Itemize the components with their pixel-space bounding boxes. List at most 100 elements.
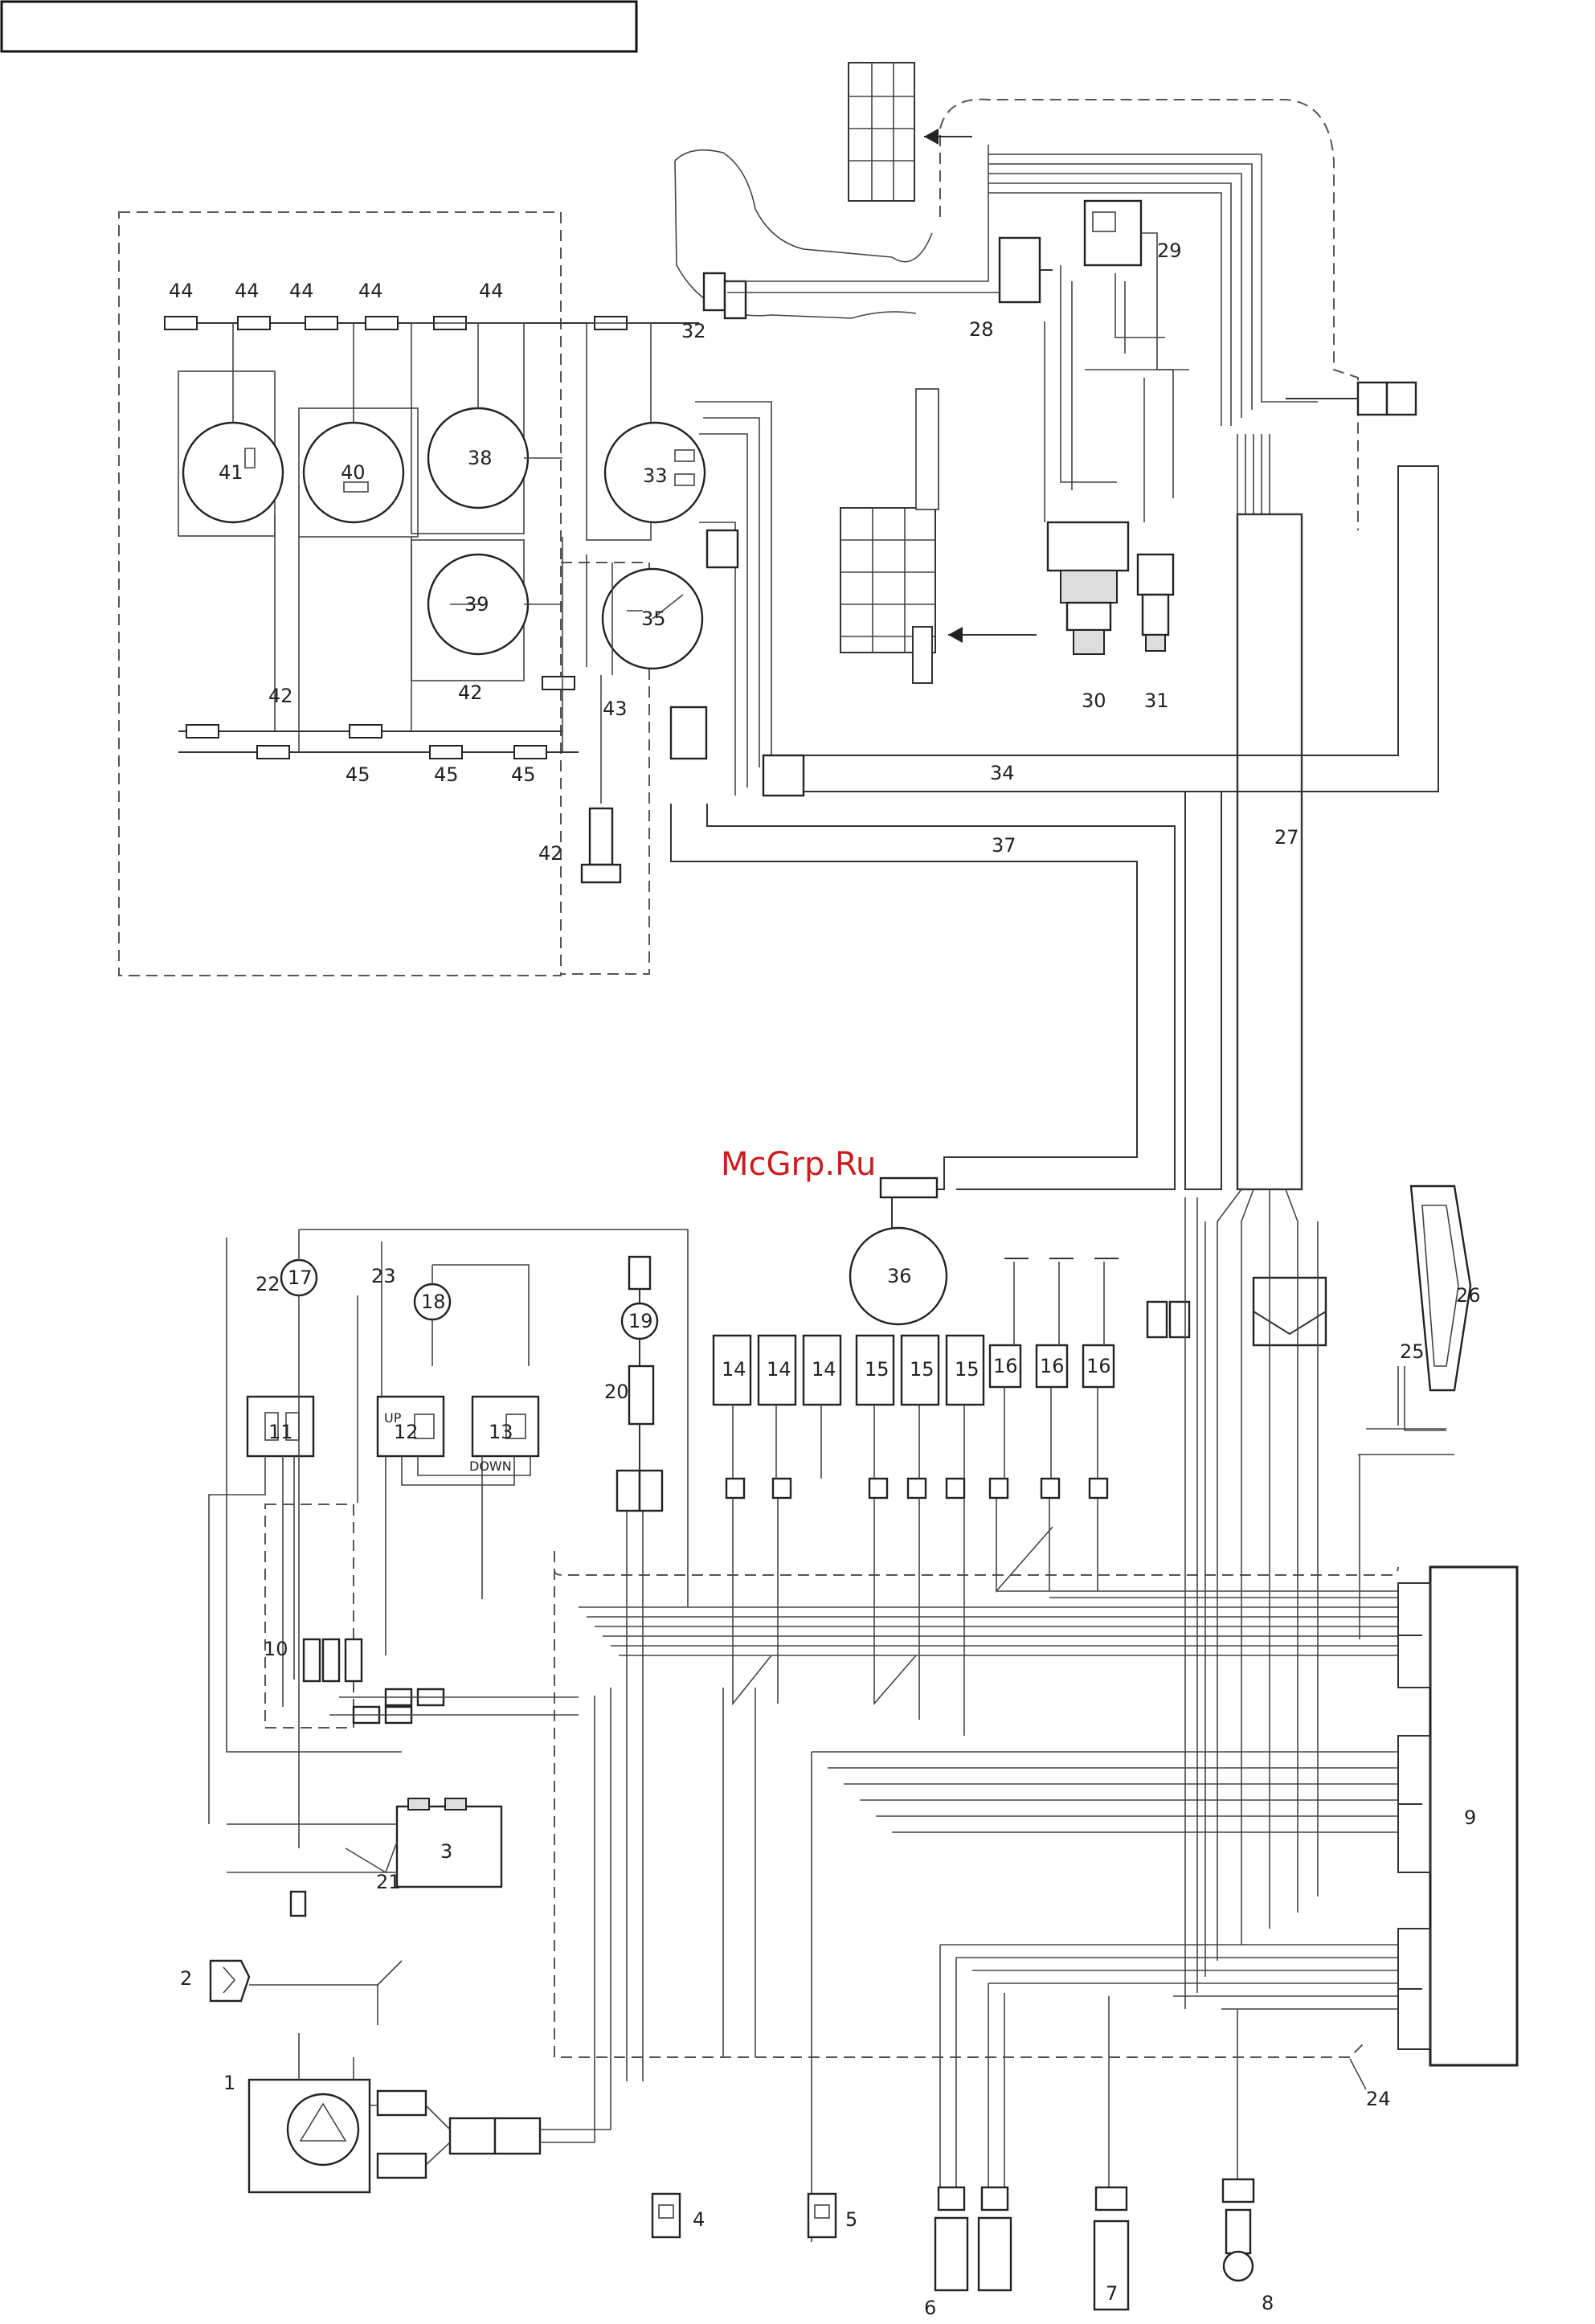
label-13: 13 — [489, 1421, 513, 1443]
label-40: 40 — [341, 461, 366, 484]
label-15b: 15 — [910, 1358, 935, 1381]
label-44e: 44 — [479, 280, 504, 302]
motor-18 — [415, 1265, 529, 1366]
battery-3 — [227, 1798, 501, 1887]
label-26: 26 — [1456, 1284, 1481, 1307]
sensor-31 — [1138, 554, 1173, 651]
connector-row-10 — [329, 1689, 579, 1723]
label-22: 22 — [256, 1273, 280, 1295]
harness-37 — [671, 804, 1137, 1189]
label-42a: 42 — [268, 685, 293, 707]
label-45a: 45 — [346, 763, 370, 786]
label-23: 23 — [371, 1265, 396, 1287]
gauge-41 — [178, 323, 283, 536]
label-25: 25 — [1400, 1340, 1425, 1363]
label-24: 24 — [1366, 2088, 1391, 2110]
label-4: 4 — [693, 2208, 705, 2231]
harness-34-trunk — [1185, 792, 1221, 1189]
label-5: 5 — [845, 2208, 857, 2231]
ecu-9 — [1398, 1567, 1517, 2065]
label-34: 34 — [990, 762, 1015, 784]
label-up: UP — [384, 1410, 402, 1426]
label-44a: 44 — [169, 280, 194, 302]
label-11: 11 — [268, 1421, 293, 1443]
label-16c: 16 — [1086, 1355, 1111, 1377]
label-15a: 15 — [865, 1358, 890, 1381]
chassis-boundary — [554, 1551, 1398, 1575]
label-16a: 16 — [993, 1355, 1018, 1377]
label-44d: 44 — [358, 280, 383, 302]
connector-row-42 — [186, 677, 575, 759]
gauge-40 — [299, 323, 418, 537]
switch-26 — [1405, 1186, 1470, 1430]
gauge-33 — [587, 323, 705, 540]
label-44b: 44 — [235, 280, 260, 302]
panel-connectors — [671, 530, 804, 796]
motor-36 — [850, 1178, 947, 1324]
label-42b: 42 — [458, 681, 483, 704]
fuse-block-10 — [304, 1639, 362, 1681]
label-15c: 15 — [955, 1358, 979, 1381]
label-32: 32 — [681, 320, 706, 342]
label-2: 2 — [180, 1967, 192, 1990]
label-29: 29 — [1157, 239, 1182, 262]
label-7: 7 — [1106, 2282, 1118, 2305]
label-28: 28 — [969, 318, 994, 341]
label-3: 3 — [440, 1840, 452, 1863]
label-8: 8 — [1262, 2292, 1274, 2314]
label-30: 30 — [1082, 689, 1106, 712]
engine-harness — [727, 145, 1318, 522]
connector-stack-right — [1147, 1278, 1326, 1345]
label-37: 37 — [992, 834, 1016, 857]
sensor-4 — [652, 2194, 680, 2237]
alternator-1 — [249, 1688, 611, 2192]
label-44c: 44 — [289, 280, 314, 302]
label-14b: 14 — [767, 1358, 791, 1381]
label-17: 17 — [288, 1266, 313, 1289]
label-20: 20 — [604, 1381, 629, 1403]
label-1: 1 — [223, 2072, 235, 2094]
switch-wiring — [209, 1238, 530, 1848]
label-table-top — [849, 63, 972, 201]
label-42c: 42 — [538, 842, 563, 865]
label-45c: 45 — [511, 763, 536, 786]
label-14c: 14 — [812, 1358, 836, 1381]
label-31: 31 — [1144, 689, 1169, 712]
label-6: 6 — [924, 2297, 936, 2319]
sensor-8 — [1223, 2179, 1254, 2281]
harness-24 — [1350, 2059, 1366, 2089]
label-18: 18 — [421, 1291, 446, 1313]
label-down: DOWN — [469, 1459, 512, 1474]
label-43: 43 — [603, 698, 628, 720]
label-36: 36 — [887, 1265, 912, 1287]
label-table-mid — [840, 389, 1037, 683]
harness-21 — [346, 1842, 397, 1872]
connector-right-top — [1286, 383, 1416, 415]
fuse-main — [291, 1892, 305, 1916]
label-45b: 45 — [434, 763, 459, 786]
gauge-38 — [411, 323, 528, 534]
label-10: 10 — [264, 1638, 288, 1660]
label-21: 21 — [376, 1871, 401, 1893]
injectors-6 — [935, 2187, 1011, 2290]
label-39: 39 — [464, 593, 489, 616]
component-28 — [1000, 238, 1053, 302]
chassis-boundary-3 — [265, 1504, 354, 1728]
component-29 — [1085, 201, 1141, 265]
sensor-30 — [1048, 522, 1128, 654]
label-41: 41 — [219, 461, 243, 484]
sensor-5 — [808, 2194, 836, 2237]
label-38: 38 — [468, 447, 493, 469]
label-19: 19 — [628, 1310, 653, 1332]
watermark: McGrp.Ru — [721, 1146, 876, 1183]
connector-32 — [704, 273, 746, 318]
label-33: 33 — [643, 464, 668, 487]
header-box — [2, 2, 636, 51]
label-35: 35 — [641, 608, 666, 630]
label-14a: 14 — [722, 1358, 746, 1381]
label-27: 27 — [1274, 826, 1299, 849]
relay-2 — [211, 1961, 402, 2025]
label-9: 9 — [1464, 1806, 1476, 1829]
label-16b: 16 — [1040, 1355, 1065, 1377]
